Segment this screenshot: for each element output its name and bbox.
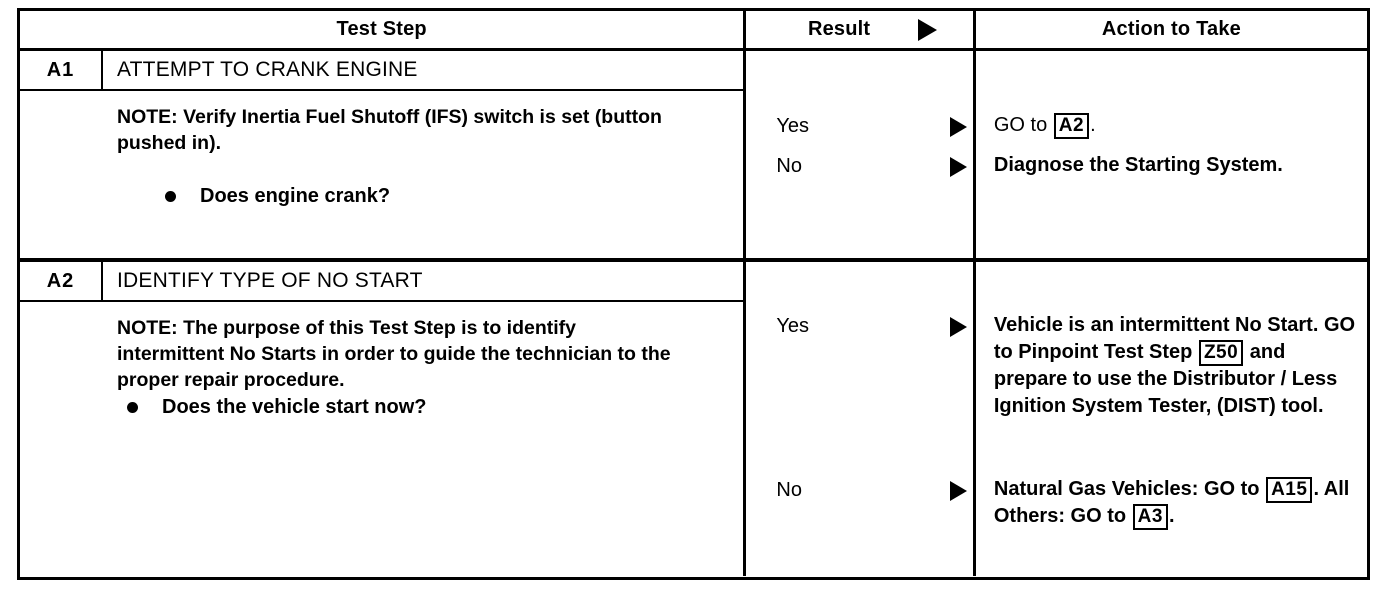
- column-header-result-label: Result: [807, 18, 871, 40]
- action-cell-a1: GO to A2. Diagnose the Starting System.: [976, 51, 1367, 258]
- right-triangle-icon: [949, 156, 967, 177]
- column-header-test-step: Test Step: [20, 11, 747, 48]
- step-question-a2-label: Does the vehicle start now?: [162, 396, 427, 418]
- action-text: Natural Gas Vehicles: GO to A15. All Oth…: [994, 477, 1349, 530]
- result-cell-a2: Yes No: [746, 262, 976, 576]
- bullet-icon: [165, 191, 176, 202]
- step-title-a2: IDENTIFY TYPE OF NO START: [117, 269, 423, 292]
- action-text: GO to A2.: [994, 113, 1096, 139]
- step-title-row-a2: A2 IDENTIFY TYPE OF NO START: [20, 262, 744, 302]
- step-note-a2: NOTE: The purpose of this Test Step is t…: [117, 317, 671, 391]
- table-header-row: Test Step Result Action to Take: [20, 11, 1367, 51]
- result-label: Yes: [776, 115, 810, 137]
- step-reference-a3[interactable]: A3: [1132, 504, 1168, 530]
- bullet-icon: [127, 402, 138, 413]
- step-title-row-a1: A1 ATTEMPT TO CRANK ENGINE: [20, 51, 744, 91]
- step-question-a1: Does engine crank?: [117, 183, 743, 209]
- result-row: Yes: [746, 315, 973, 338]
- step-reference-a2[interactable]: A2: [1053, 113, 1090, 139]
- result-row: No: [746, 155, 973, 178]
- test-step-section-a1: A1 ATTEMPT TO CRANK ENGINE NOTE: Verify …: [20, 51, 1367, 262]
- test-step-cell-a1: A1 ATTEMPT TO CRANK ENGINE NOTE: Verify …: [20, 51, 747, 258]
- step-title-a1: ATTEMPT TO CRANK ENGINE: [117, 58, 418, 81]
- step-id-a1: A1: [20, 51, 103, 89]
- action-cell-a2: Vehicle is an intermittent No Start. GO …: [976, 262, 1367, 576]
- action-row: Vehicle is an intermittent No Start. GO …: [976, 312, 1367, 420]
- result-row: No: [746, 479, 973, 502]
- test-step-section-a2: A2 IDENTIFY TYPE OF NO START NOTE: The p…: [20, 262, 1367, 576]
- action-text: Diagnose the Starting System.: [993, 154, 1283, 176]
- step-id-a2: A2: [20, 262, 103, 300]
- table-body: A1 ATTEMPT TO CRANK ENGINE NOTE: Verify …: [20, 51, 1367, 580]
- step-question-a2: Does the vehicle start now?: [117, 394, 743, 420]
- step-body-a2: NOTE: The purpose of this Test Step is t…: [20, 302, 743, 420]
- column-header-result: Result: [746, 11, 976, 48]
- pinpoint-test-table: Test Step Result Action to Take A1 ATTEM…: [17, 8, 1370, 580]
- step-reference-z50[interactable]: Z50: [1198, 340, 1244, 366]
- step-body-a1: NOTE: Verify Inertia Fuel Shutoff (IFS) …: [20, 91, 743, 209]
- column-header-test-step-label: Test Step: [336, 18, 427, 40]
- right-triangle-icon: [949, 316, 967, 337]
- action-row: Diagnose the Starting System.: [976, 152, 1367, 179]
- action-row: Natural Gas Vehicles: GO to A15. All Oth…: [976, 476, 1367, 530]
- step-reference-a15[interactable]: A15: [1266, 477, 1313, 503]
- result-row: Yes: [746, 115, 973, 138]
- right-triangle-icon: [949, 480, 967, 501]
- column-header-action-to-take-label: Action to Take: [1101, 18, 1241, 40]
- right-triangle-icon: [918, 18, 938, 41]
- column-header-action-to-take: Action to Take: [976, 11, 1367, 48]
- result-label: No: [776, 479, 802, 501]
- step-question-a1-label: Does engine crank?: [200, 185, 391, 207]
- result-label: No: [776, 155, 802, 177]
- right-triangle-icon: [949, 116, 967, 137]
- step-note-a1: NOTE: Verify Inertia Fuel Shutoff (IFS) …: [117, 106, 662, 154]
- result-cell-a1: Yes No: [746, 51, 976, 258]
- result-label: Yes: [776, 315, 810, 337]
- action-text: Vehicle is an intermittent No Start. GO …: [993, 314, 1356, 417]
- action-row: GO to A2.: [976, 112, 1367, 139]
- test-step-cell-a2: A2 IDENTIFY TYPE OF NO START NOTE: The p…: [20, 262, 747, 576]
